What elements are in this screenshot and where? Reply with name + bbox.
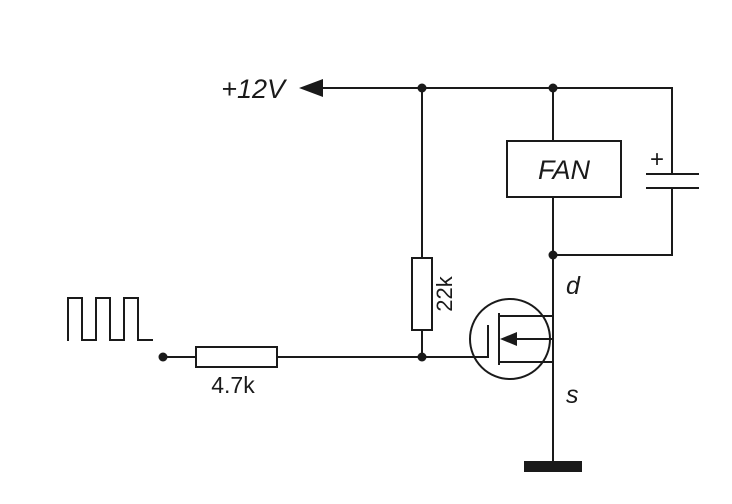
source-label: s — [566, 381, 579, 409]
resistor-body — [195, 346, 278, 368]
supply-rail — [299, 79, 673, 97]
pullup-resistor-22k — [411, 87, 433, 358]
gate-resistor-4p7k — [162, 346, 489, 368]
mosfet — [469, 298, 554, 380]
supply-arrow-icon — [299, 79, 323, 97]
supply-label: +12V — [221, 74, 288, 104]
pullup-resistor-label: 22k — [432, 275, 457, 311]
fan-label: FAN — [538, 155, 590, 185]
square-wave — [67, 297, 153, 341]
pwm-input-waveform-icon — [67, 297, 153, 341]
mosfet-arrow-icon — [500, 332, 517, 346]
drain-label: d — [566, 272, 581, 300]
junction-dot — [548, 83, 558, 93]
junction-dot — [417, 352, 427, 362]
ground-bar-icon — [524, 461, 582, 472]
fan-load — [506, 87, 622, 317]
junction-dot — [548, 250, 558, 260]
junction-dot — [158, 352, 168, 362]
junction-dots — [158, 83, 558, 362]
capacitor — [552, 87, 699, 256]
gate-resistor-label: 4.7k — [211, 372, 255, 398]
fan-box — [506, 140, 622, 198]
capacitor-plus-label: + — [650, 146, 664, 173]
resistor-body — [411, 257, 433, 331]
ground-symbol — [524, 361, 582, 472]
junction-dot — [417, 83, 427, 93]
